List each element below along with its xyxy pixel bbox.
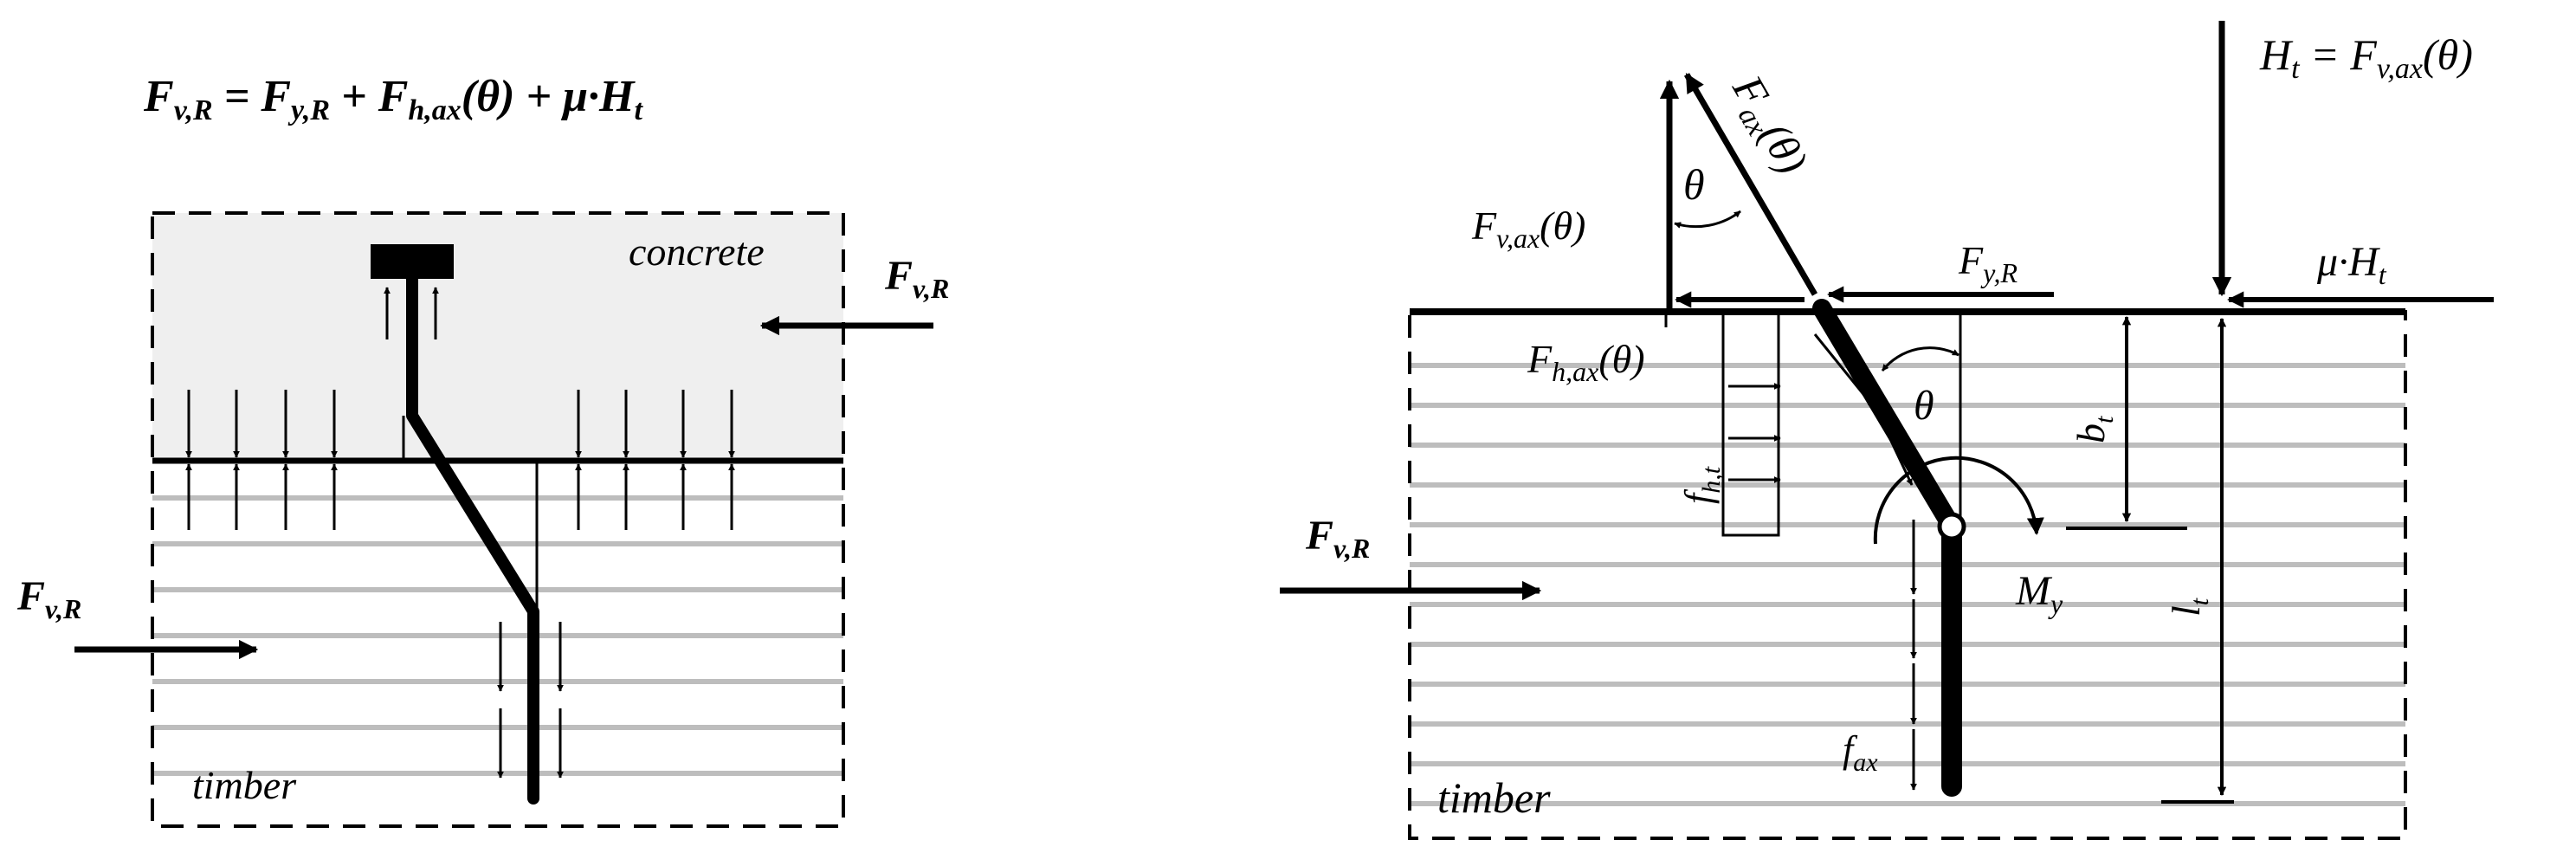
fyr-label: Fy,R xyxy=(1958,238,2018,288)
timber-grain-left xyxy=(152,495,843,776)
right-panel: Ht = Fv,ax(θ) Fax(θ) θ Fv,ax(θ) Fy,R μ·H… xyxy=(1280,21,2494,840)
connector-shank xyxy=(406,273,539,805)
bt-label: bt xyxy=(2069,416,2119,443)
right-frame xyxy=(1408,310,2407,840)
force-left-label: Fv,R xyxy=(16,573,81,624)
pressure-arrows xyxy=(185,390,735,779)
theta-arc-mid xyxy=(1881,346,1959,372)
theta-top-label: θ xyxy=(1683,160,1705,209)
fhax-label: Fh,ax(θ) xyxy=(1527,337,1645,387)
lt-label: lt xyxy=(2164,598,2214,617)
left-panel: Fv,R = Fy,R + Fh,ax(θ) + μ·Ht concrete t… xyxy=(16,72,949,828)
fax-arrow xyxy=(1683,73,1818,296)
fht-diagram xyxy=(1721,312,1780,537)
fax-theta-label: Fax(θ) xyxy=(1718,67,1817,185)
theta-arc-top xyxy=(1674,210,1741,229)
my-label: My xyxy=(2015,568,2063,619)
moment-arc xyxy=(1873,456,2044,545)
muht-label: μ·Ht xyxy=(2316,239,2387,290)
ht-equation-label: Ht = Fv,ax(θ) xyxy=(2259,30,2473,85)
concrete-label: concrete xyxy=(629,229,765,274)
timber-label-left: timber xyxy=(192,763,297,807)
concrete-zone xyxy=(152,213,843,461)
timber-grain-right xyxy=(1410,363,2405,806)
equation: Fv,R = Fy,R + Fh,ax(θ) + μ·Ht xyxy=(143,72,643,126)
fvax-label: Fv,ax(θ) xyxy=(1471,204,1585,254)
timber-label-right: timber xyxy=(1437,773,1551,822)
dowel-inclined xyxy=(1812,299,1961,536)
left-frame xyxy=(151,211,845,828)
fax-label: fax xyxy=(1843,728,1878,777)
plastic-hinge xyxy=(1937,512,1966,541)
force-right-label: Fv,R xyxy=(1305,513,1370,564)
force-top-label: Fv,R xyxy=(884,253,949,304)
theta-mid-label: θ xyxy=(1914,383,1934,429)
